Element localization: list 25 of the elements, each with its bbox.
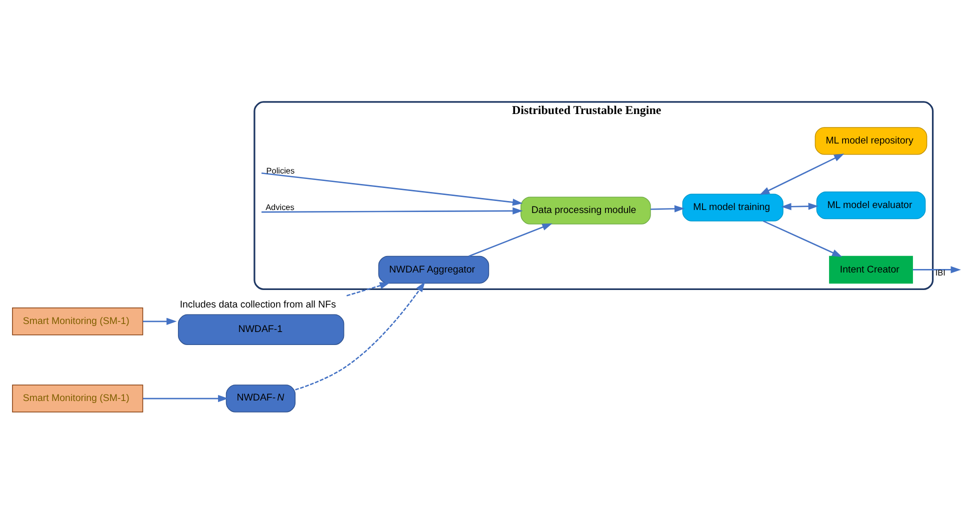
arrow — [650, 205, 684, 212]
node-box: Smart Monitoring (SM-1) — [12, 308, 143, 336]
arrow — [346, 282, 390, 296]
arrow — [758, 154, 844, 195]
arrow — [468, 223, 552, 257]
edge-label: Advices — [265, 203, 294, 212]
arrow — [260, 172, 522, 206]
arrow — [780, 202, 818, 210]
node-box: NWDAF Aggregator — [378, 256, 489, 284]
arrow — [142, 318, 176, 325]
edge-label: Policies — [266, 166, 294, 176]
node-box: ML model repository — [814, 127, 927, 155]
node-box: ML model training — [682, 194, 783, 222]
node-box: Intent Creator — [828, 256, 912, 284]
node-box: ML model evaluator — [816, 191, 926, 220]
node-box: NWDAF-N — [225, 384, 296, 412]
node-label: Includes data collection from all NFs — [179, 299, 336, 310]
arrow — [261, 207, 522, 214]
arrow — [142, 394, 228, 402]
arrow — [912, 266, 960, 274]
node-box: Smart Monitoring (SM-1) — [12, 384, 143, 412]
arrow — [762, 220, 842, 257]
edge-label: IBI — [934, 268, 945, 278]
node-box: Data processing module — [520, 196, 650, 224]
arrow — [294, 282, 425, 390]
